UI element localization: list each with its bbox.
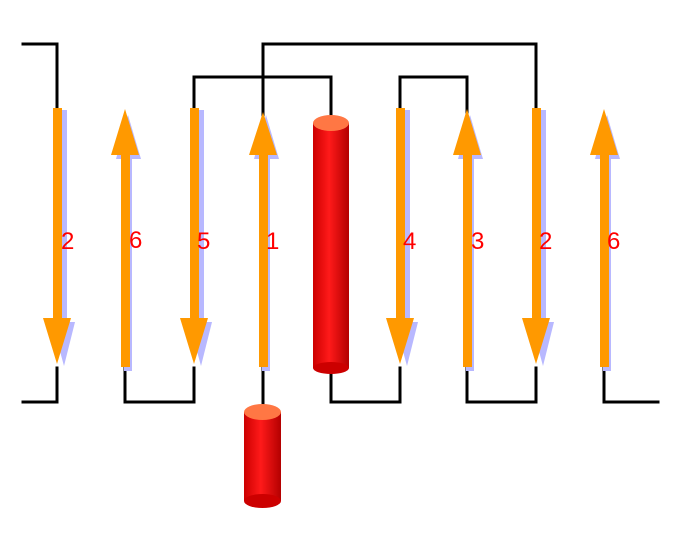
strand-7-label: 2: [539, 228, 552, 255]
connector-bottom-left: [21, 366, 59, 404]
strand-4: 1: [249, 112, 279, 371]
strand-3-arrow: [180, 108, 208, 364]
connector-bottom-3-2: [465, 366, 538, 404]
strand-7-shadow: [531, 110, 554, 366]
strands: 2 6 5 1 4 3 2: [43, 108, 620, 371]
connector-bottom-helix-4: [329, 366, 402, 404]
strand-5-arrow: [386, 108, 414, 364]
strand-1-shadow: [52, 110, 75, 366]
strand-3-label: 5: [197, 228, 210, 255]
helix-tall: [313, 115, 349, 374]
strand-2: 6: [111, 109, 142, 371]
strand-8: 6: [590, 109, 620, 371]
strand-6-label: 3: [471, 228, 484, 255]
strand-3-shadow: [189, 110, 212, 366]
strand-5: 4: [386, 108, 418, 366]
connector-top-1-2: [261, 42, 538, 120]
strand-7: 2: [522, 108, 554, 366]
strand-8-label: 6: [607, 228, 620, 255]
connector-bottom-6-5: [123, 366, 196, 404]
strand-1-label: 2: [61, 228, 74, 255]
strand-1: 2: [43, 108, 75, 366]
helix-short: [244, 404, 281, 508]
strand-7-arrow: [522, 108, 550, 364]
strand-3: 5: [180, 108, 212, 366]
strand-5-shadow: [395, 110, 418, 366]
strand-6-arrow: [453, 109, 481, 367]
connector-top-left: [21, 42, 59, 112]
connector-top-4-3: [398, 75, 469, 120]
connector-lines: [21, 42, 660, 412]
strand-2-label: 6: [129, 227, 142, 254]
strand-2-arrow: [111, 109, 139, 367]
strand-6: 3: [453, 109, 484, 371]
strand-4-arrow: [249, 112, 277, 367]
strand-1-arrow: [43, 108, 71, 364]
strand-8-arrow: [590, 109, 618, 367]
strand-5-label: 4: [403, 228, 416, 255]
strand-4-label: 1: [266, 228, 279, 255]
connector-bottom-right: [602, 366, 660, 404]
